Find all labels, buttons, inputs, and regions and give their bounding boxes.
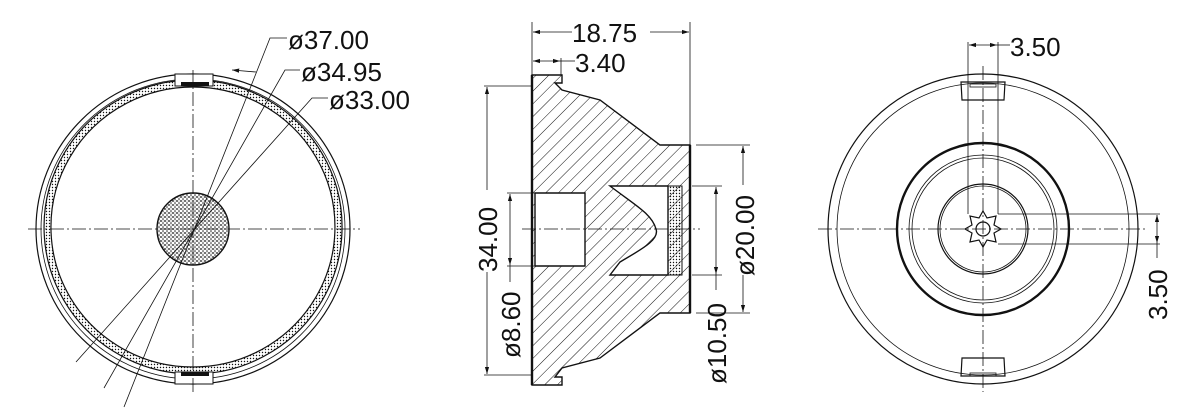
dim-d37: ø37.00 (288, 25, 369, 55)
front-view: ø37.00 ø34.95 ø33.00 (28, 25, 410, 408)
bottom-tab (960, 357, 1006, 377)
top-tab (960, 81, 1006, 101)
bottom-tab-fill (181, 372, 209, 376)
dim-cavity-diameter: ø10.50 (702, 303, 732, 384)
rear-view: 3.50 3.50 (818, 32, 1173, 392)
dim-d3495: ø34.95 (301, 57, 382, 87)
leader-d3495 (103, 69, 300, 389)
leader-arrow-d37 (231, 68, 257, 73)
diffuser-insert (667, 185, 683, 276)
leader-d37 (123, 37, 287, 408)
dim-slot-width: 3.50 (1010, 32, 1061, 62)
section-view: 18.75 3.40 34.00 ø8.60 ø20.00 ø10.50 (473, 18, 760, 386)
dim-face-diameter: ø20.00 (730, 195, 760, 276)
leader-d33 (75, 97, 328, 363)
dim-overall-length: 18.75 (572, 18, 637, 48)
dim-outer-height: 34.00 (473, 207, 503, 272)
section-body (531, 74, 691, 386)
dim-bore-diameter: ø8.60 (496, 292, 526, 359)
top-tab-fill (181, 82, 209, 86)
dim-slot-height: 3.50 (1143, 269, 1173, 320)
dim-flange-width: 3.40 (575, 48, 626, 78)
dim-d33: ø33.00 (329, 85, 410, 115)
